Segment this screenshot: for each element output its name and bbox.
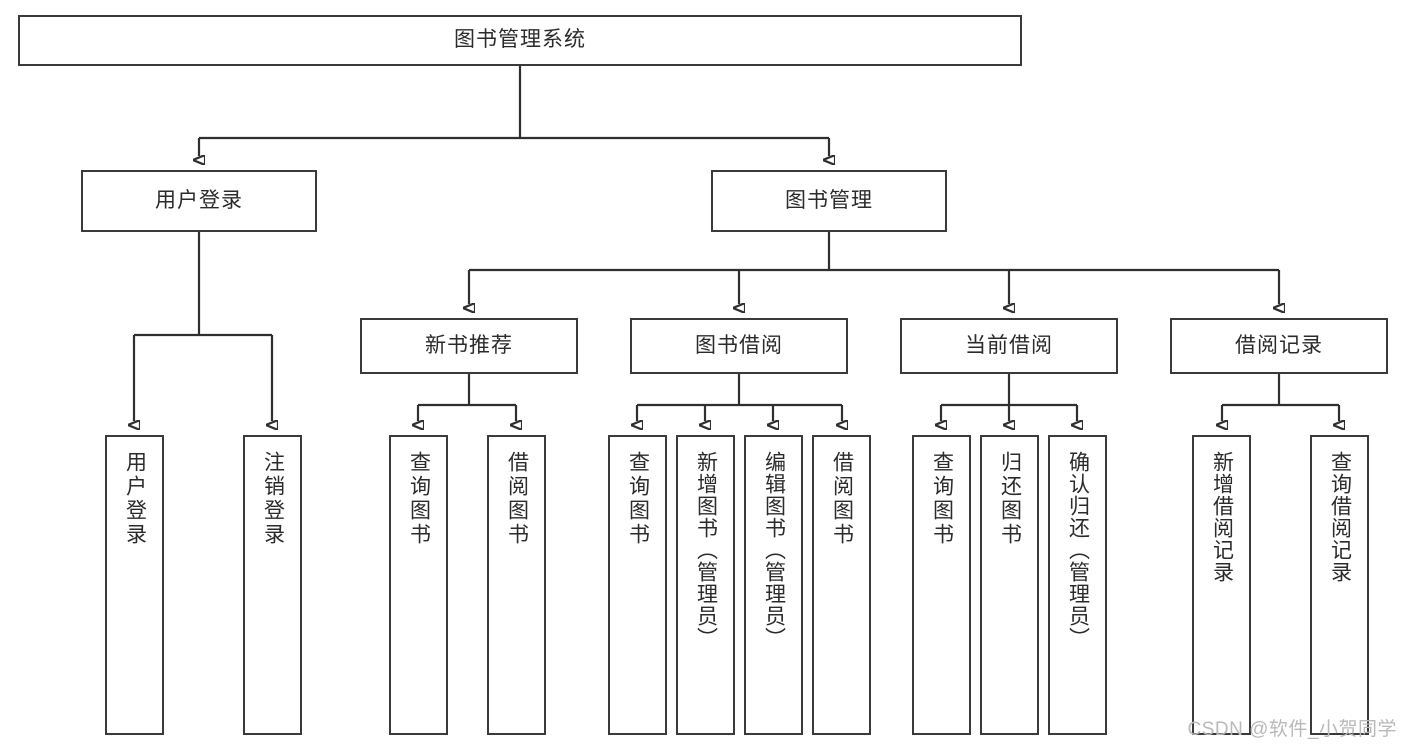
node-new-book-recommend-label: 新书推荐 (425, 333, 513, 357)
leaf-book-borrow-query-label: 查询图书 (626, 451, 650, 547)
leaf-borrow-record-add-label: 新增借阅记录 (1210, 451, 1234, 583)
leaf-user-login-login[interactable]: 用户登录 (105, 435, 164, 735)
leaf-new-book-borrow[interactable]: 借阅图书 (487, 435, 546, 735)
node-borrow-record[interactable]: 借阅记录 (1170, 318, 1388, 374)
leaf-current-borrow-query[interactable]: 查询图书 (912, 435, 971, 735)
node-book-manage-label: 图书管理 (785, 188, 873, 212)
leaf-current-borrow-query-label: 查询图书 (930, 451, 954, 547)
leaf-book-borrow-add[interactable]: 新增图书（管理员） (676, 435, 735, 735)
node-root-label: 图书管理系统 (454, 28, 586, 52)
node-current-borrow[interactable]: 当前借阅 (900, 318, 1118, 374)
node-current-borrow-label: 当前借阅 (965, 333, 1053, 357)
node-borrow-record-label: 借阅记录 (1235, 333, 1323, 357)
leaf-borrow-record-query[interactable]: 查询借阅记录 (1310, 435, 1369, 735)
leaf-current-borrow-return[interactable]: 归还图书 (980, 435, 1039, 735)
node-root[interactable]: 图书管理系统 (18, 15, 1022, 66)
watermark: CSDN @软件_小贺同学 (1187, 719, 1397, 740)
node-new-book-recommend[interactable]: 新书推荐 (360, 318, 578, 374)
node-book-manage[interactable]: 图书管理 (711, 170, 947, 232)
leaf-borrow-record-add[interactable]: 新增借阅记录 (1192, 435, 1251, 735)
leaf-book-borrow-borrow[interactable]: 借阅图书 (812, 435, 871, 735)
node-book-borrow[interactable]: 图书借阅 (630, 318, 848, 374)
leaf-user-login-logout[interactable]: 注销登录 (243, 435, 302, 735)
leaf-book-borrow-query[interactable]: 查询图书 (608, 435, 667, 735)
leaf-user-login-login-label: 用户登录 (123, 451, 147, 547)
node-user-login[interactable]: 用户登录 (81, 170, 317, 232)
leaf-new-book-query-label: 查询图书 (407, 451, 431, 547)
leaf-book-borrow-add-label: 新增图书（管理员） (694, 451, 718, 649)
leaf-user-login-logout-label: 注销登录 (261, 451, 285, 547)
node-book-borrow-label: 图书借阅 (695, 333, 783, 357)
leaf-book-borrow-edit[interactable]: 编辑图书（管理员） (744, 435, 803, 735)
leaf-book-borrow-edit-label: 编辑图书（管理员） (762, 451, 786, 649)
leaf-book-borrow-borrow-label: 借阅图书 (830, 451, 854, 547)
leaf-new-book-borrow-label: 借阅图书 (505, 451, 529, 547)
leaf-current-borrow-return-label: 归还图书 (998, 451, 1022, 547)
node-user-login-label: 用户登录 (155, 188, 243, 212)
leaf-current-borrow-confirm-label: 确认归还（管理员） (1066, 451, 1090, 649)
leaf-borrow-record-query-label: 查询借阅记录 (1328, 451, 1352, 583)
leaf-new-book-query[interactable]: 查询图书 (389, 435, 448, 735)
leaf-current-borrow-confirm[interactable]: 确认归还（管理员） (1048, 435, 1107, 735)
